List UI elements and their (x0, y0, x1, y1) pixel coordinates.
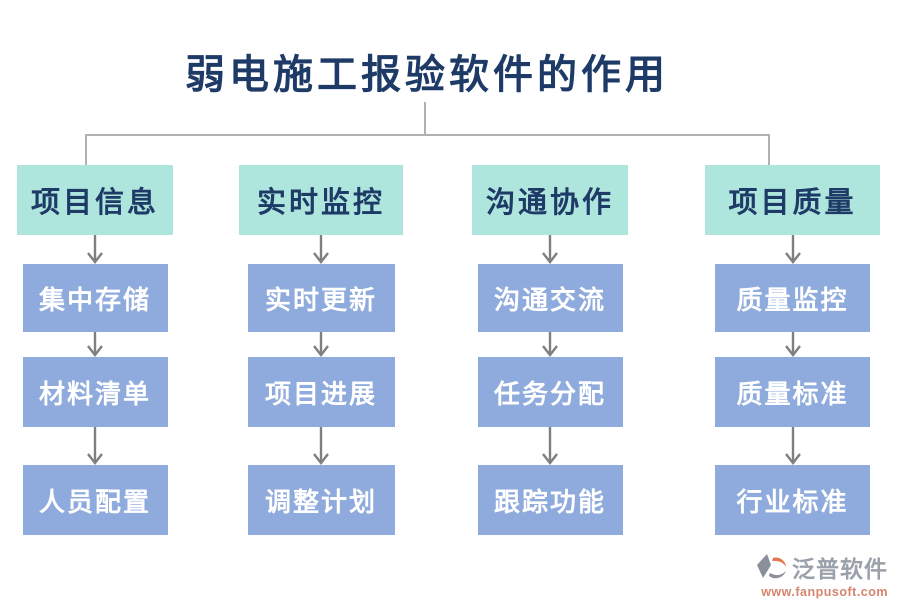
arrow-down-icon (87, 235, 103, 264)
category-column-2: 实时监控 实时更新项目进展调整计划 (239, 165, 403, 535)
fanpu-logo-icon (757, 554, 786, 579)
category-header-box: 实时监控 (239, 165, 403, 235)
connector-stem-line (424, 102, 426, 135)
category-header-box: 沟通协作 (472, 165, 628, 235)
feature-box: 跟踪功能 (477, 465, 623, 535)
arrow-down-icon (784, 427, 801, 465)
feature-box: 质量监控 (715, 264, 870, 332)
arrow-down-icon (542, 235, 558, 264)
feature-box: 项目进展 (247, 357, 395, 427)
feature-box: 任务分配 (477, 357, 623, 427)
feature-box: 行业标准 (715, 465, 870, 535)
feature-box: 质量标准 (715, 357, 870, 427)
diagram-title: 弱电施工报验软件的作用 (185, 52, 669, 97)
category-column-3: 沟通协作 沟通交流任务分配跟踪功能 (472, 165, 628, 535)
vendor-url: www.fanpusoft.com (761, 585, 888, 599)
arrow-down-icon (542, 332, 558, 357)
arrow-down-icon (784, 332, 801, 357)
arrow-down-icon (87, 427, 103, 465)
arrow-down-icon (542, 427, 558, 465)
feature-box: 沟通交流 (477, 264, 623, 332)
arrow-down-icon (313, 235, 329, 264)
arrow-down-icon (784, 235, 801, 264)
feature-box: 材料清单 (22, 357, 168, 427)
feature-box: 集中存储 (22, 264, 168, 332)
connector-horizontal-line (85, 134, 770, 136)
feature-box: 人员配置 (22, 465, 168, 535)
arrow-down-icon (313, 427, 329, 465)
category-column-1: 项目信息 集中存储材料清单人员配置 (17, 165, 173, 535)
vendor-logo: 泛普软件 www.fanpusoft.com (738, 550, 888, 599)
connector-drop-left-line (85, 134, 87, 165)
arrow-down-icon (87, 332, 103, 357)
category-header-box: 项目信息 (17, 165, 173, 235)
category-header-box: 项目质量 (705, 165, 880, 235)
feature-box: 实时更新 (247, 264, 395, 332)
arrow-down-icon (313, 332, 329, 357)
connector-drop-right-line (768, 134, 770, 165)
vendor-name: 泛普软件 (792, 557, 888, 582)
feature-box: 调整计划 (247, 465, 395, 535)
category-column-4: 项目质量 质量监控质量标准行业标准 (705, 165, 880, 535)
